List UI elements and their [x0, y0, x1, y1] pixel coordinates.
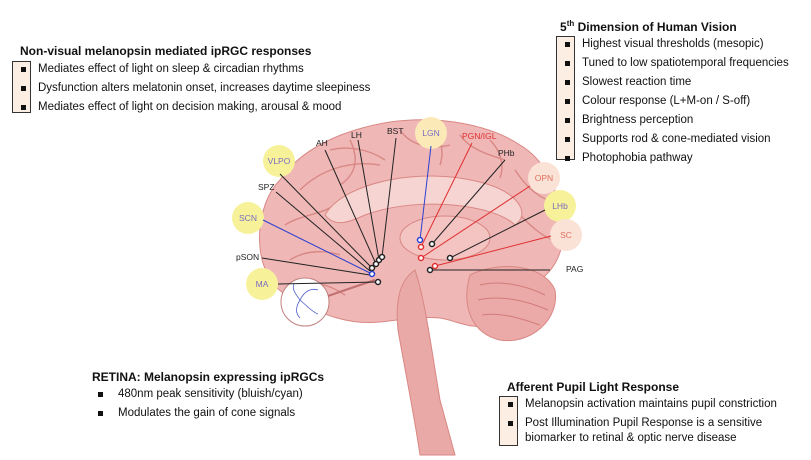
bullet-icon [565, 137, 570, 142]
label-sc: SC [560, 230, 572, 240]
bullet-icon [21, 86, 26, 91]
list-item: Modulates the gain of cone signals [96, 404, 303, 423]
nucleus-dot [417, 243, 425, 251]
nucleus-dot [426, 266, 434, 274]
nonvisual-title: Non-visual melanopsin mediated ipRGC res… [20, 44, 312, 58]
fifth-title: 5th Dimension of Human Vision [560, 19, 737, 34]
label-bst: BST [387, 126, 404, 136]
list-item: Melanopsin activation maintains pupil co… [503, 395, 777, 414]
list-item: biomarker to retinal & optic nerve disea… [525, 432, 737, 444]
list-item: Photophobia pathway [560, 149, 789, 168]
bullet-icon [565, 118, 570, 123]
fifth-list: Highest visual thresholds (mesopic) Tune… [560, 35, 789, 168]
nucleus-dot [378, 253, 386, 261]
list-item: Mediates effect of light on sleep & circ… [16, 60, 370, 79]
sc-circle [550, 219, 582, 251]
lhb-circle [544, 190, 576, 222]
bullet-icon [565, 156, 570, 161]
label-pgn: PGN/IGL [462, 131, 497, 141]
pupil-list: Melanopsin activation maintains pupil co… [503, 395, 777, 445]
bullet-icon [21, 105, 26, 110]
list-item: Post Illumination Pupil Response is a se… [503, 416, 777, 431]
list-item: Mediates effect of light on decision mak… [16, 98, 370, 117]
label-lgn: LGN [422, 128, 439, 138]
label-ma: MA [256, 279, 269, 289]
list-item: Tuned to low spatiotemporal frequencies [560, 54, 789, 73]
label-pag: PAG [566, 264, 583, 274]
nucleus-dot [431, 262, 439, 270]
label-lhb: LHb [552, 201, 568, 211]
lgn-circle [415, 117, 447, 149]
retina-list: 480nm peak sensitivity (bluish/cyan) Mod… [96, 385, 303, 423]
cerebellum-folia [477, 282, 549, 326]
label-spz: SPZ [258, 182, 275, 192]
list-item: Colour response (L+M-on / S-off) [560, 92, 789, 111]
pupil-title: Afferent Pupil Light Response [507, 380, 680, 394]
optic-nerve [327, 279, 376, 297]
nucleus-dot [368, 270, 376, 278]
nucleus-dot [416, 236, 424, 244]
bullet-icon [508, 402, 513, 407]
bullet-icon [565, 99, 570, 104]
label-vlpo: VLPO [268, 156, 291, 166]
list-item: 480nm peak sensitivity (bluish/cyan) [96, 385, 303, 404]
bullet-icon [508, 421, 513, 426]
label-ah: AH [316, 138, 328, 148]
nucleus-dot [428, 240, 436, 248]
thalamus [399, 215, 491, 261]
list-item: Highest visual thresholds (mesopic) [560, 35, 789, 54]
retina-vessels [292, 283, 319, 319]
list-item: Slowest reaction time [560, 73, 789, 92]
list-item: Brightness perception [560, 111, 789, 130]
eye-icon [280, 277, 330, 327]
nonvisual-list: Mediates effect of light on sleep & circ… [16, 60, 370, 117]
list-item: Supports rod & cone-mediated vision [560, 130, 789, 149]
list-item: Dysfunction alters melatonin onset, incr… [16, 79, 370, 98]
nuclei-dots [368, 236, 454, 286]
bullet-icon [98, 411, 103, 416]
region-labels: VLPO SPZ AH LH BST LGN PGN/IGL PHb OPN L… [236, 126, 583, 289]
label-lh: LH [351, 130, 362, 140]
bullet-icon [98, 392, 103, 397]
connector-lines [261, 137, 552, 285]
scn-circle [232, 202, 264, 234]
bullet-icon [565, 42, 570, 47]
nucleus-dot [372, 260, 380, 268]
label-opn: OPN [535, 173, 553, 183]
bullet-icon [565, 80, 570, 85]
label-phb: PHb [498, 148, 515, 158]
nucleus-dot [417, 254, 425, 262]
nucleus-dot [446, 254, 454, 262]
brainstem [396, 269, 456, 456]
ma-circle [246, 268, 278, 300]
opn-circle [528, 162, 560, 194]
retina-title: RETINA: Melanopsin expressing ipRGCs [92, 370, 325, 384]
nucleus-dot [368, 264, 376, 272]
label-pson: pSON [236, 252, 259, 262]
cerebellum [466, 266, 556, 342]
vlpo-circle [263, 145, 295, 177]
bullet-icon [565, 61, 570, 66]
nucleus-dot [374, 278, 382, 286]
label-scn: SCN [239, 213, 257, 223]
bullet-icon [21, 67, 26, 72]
